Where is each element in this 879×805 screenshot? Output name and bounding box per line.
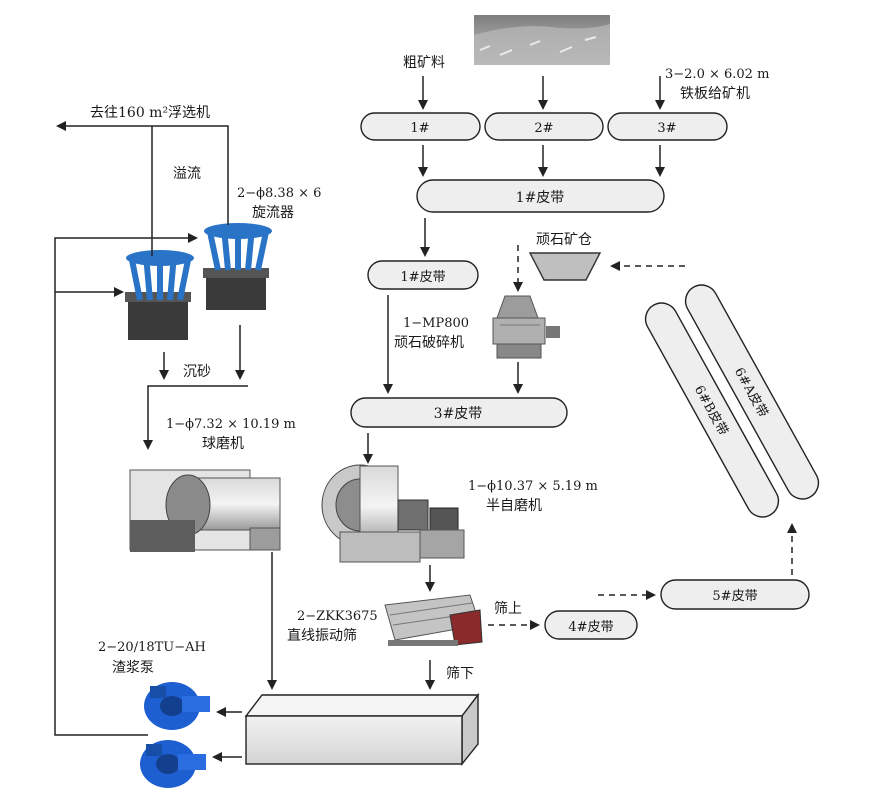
belt-6b — [644, 302, 780, 518]
screen-name-label: 直线振动筛 — [287, 627, 357, 644]
belt-4 — [544, 610, 638, 640]
feeder-1 — [360, 112, 481, 141]
pebble-bin-shape — [528, 252, 602, 281]
underflow-label: 沉砂 — [183, 364, 211, 380]
feeder-3-label: 3# — [657, 121, 676, 136]
cone-crusher-image — [492, 295, 560, 359]
ballmill-spec-label: 1−ϕ7.32 × 10.19 m — [166, 417, 296, 432]
pump-sump-box — [244, 692, 480, 766]
feeder-2-label: 2# — [534, 121, 553, 136]
undersize-label: 筛下 — [446, 666, 474, 682]
oversize-label: 筛上 — [494, 601, 522, 617]
sag-mill-name-label: 半自磨机 — [486, 498, 542, 514]
to-flotation-label: 去往160 m²浮选机 — [90, 105, 210, 121]
raw-ore-label: 粗矿料 — [403, 55, 445, 71]
hydrocyclone-right — [203, 223, 272, 310]
pump-return-line — [54, 233, 198, 736]
pump-name-label: 渣浆泵 — [112, 660, 154, 676]
belt-1-small — [367, 260, 479, 290]
belt-3 — [350, 397, 568, 428]
pebble-bin-label: 顽石矿仓 — [536, 232, 592, 248]
overflow-line-to-flotation — [56, 121, 229, 225]
ball-mill-image — [129, 469, 281, 552]
sag-mill-spec-label: 1−ϕ10.37 × 5.19 m — [468, 479, 598, 494]
cyclone-spec-label: 2−ϕ8.38 × 6 — [237, 186, 321, 201]
hydrocyclone-left — [125, 250, 194, 340]
sag-mill-image — [321, 464, 465, 563]
feeder-spec-label: 3−2.0 × 6.02 m — [665, 67, 769, 82]
feeder-2 — [484, 112, 604, 141]
belt-5-label: 5#皮带 — [712, 589, 757, 604]
ore-pile-image — [474, 15, 610, 65]
belt-5 — [660, 579, 810, 610]
belt-1-main-label: 1#皮带 — [516, 190, 565, 206]
belt-1-small-label: 1#皮带 — [400, 270, 445, 285]
ballmill-name-label: 球磨机 — [202, 436, 244, 452]
belt-1-main — [416, 179, 665, 213]
feeder-3 — [607, 112, 728, 141]
crusher-name-label: 顽石破碎机 — [394, 335, 464, 351]
overflow-label: 溢流 — [173, 166, 201, 182]
cyclone-name-label: 旋流器 — [252, 205, 294, 221]
pump-spec-label: 2−20/18TU−AH — [98, 640, 206, 655]
slurry-pump-top — [144, 682, 210, 730]
vibrating-screen-image — [384, 594, 483, 646]
crusher-spec-label: 1−MP800 — [403, 316, 469, 331]
feeder-name-label: 铁板给矿机 — [680, 86, 750, 102]
feeder-1-label: 1# — [410, 121, 429, 136]
belt-6a — [684, 284, 820, 500]
underflow-to-ballmill — [143, 385, 248, 450]
belt-3-label: 3#皮带 — [434, 406, 483, 422]
slurry-pump-bottom — [140, 740, 206, 788]
belt-4-label: 4#皮带 — [568, 620, 613, 635]
screen-spec-label: 2−ZKK3675 — [297, 609, 378, 624]
